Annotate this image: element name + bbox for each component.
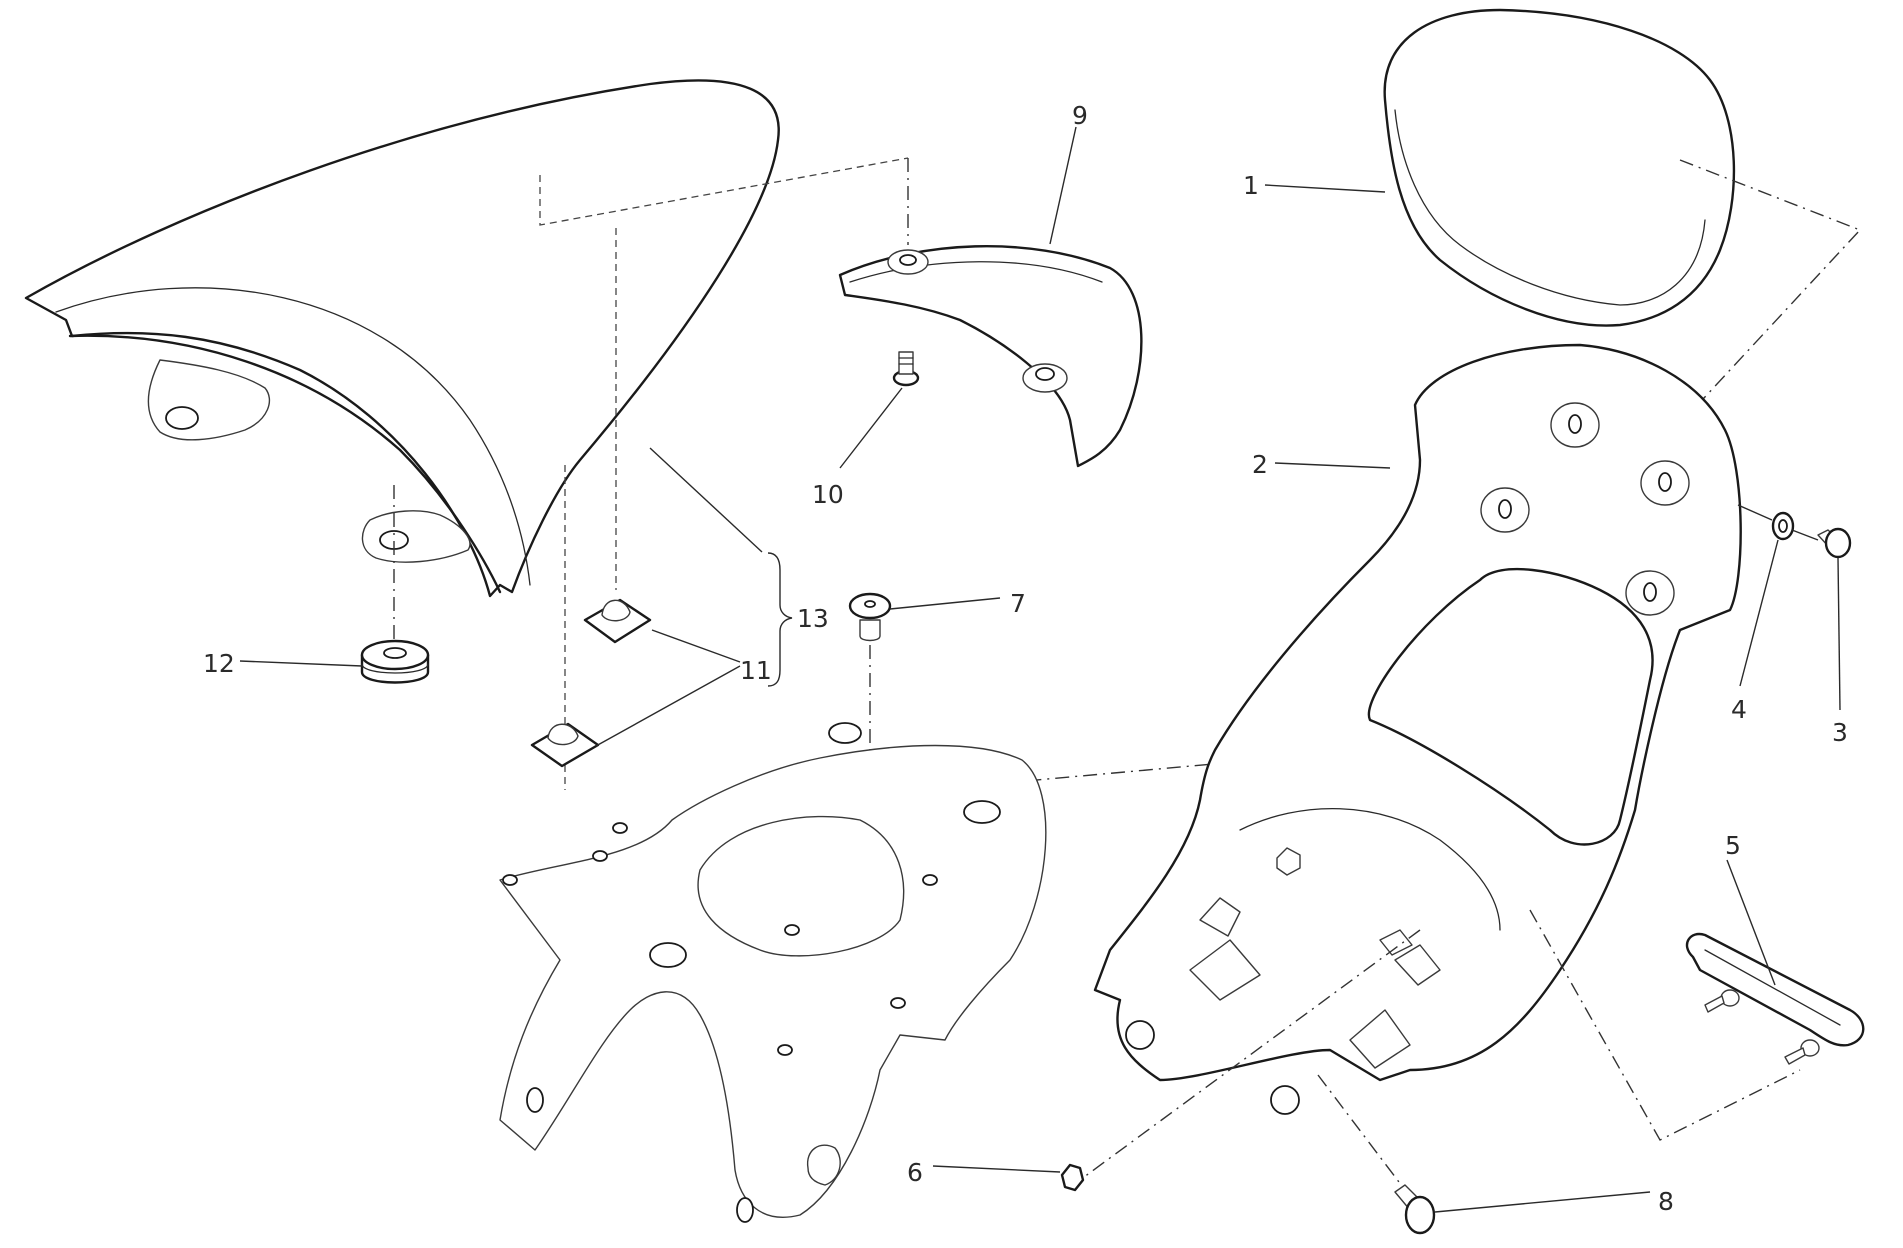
callout-4: 4 bbox=[1731, 695, 1747, 724]
callout-12: 12 bbox=[203, 649, 235, 678]
nut-part-6 bbox=[1060, 1163, 1085, 1192]
callout-10: 10 bbox=[812, 480, 844, 509]
leader-12 bbox=[239, 660, 363, 667]
seat-front-tab-hole bbox=[165, 406, 199, 430]
pad-axis-line bbox=[1639, 159, 1862, 471]
seat-bracket-part-9 bbox=[838, 245, 1143, 468]
screw-8-axis-line bbox=[1317, 1074, 1406, 1191]
washer-axis-line bbox=[1737, 504, 1773, 521]
callout-9: 9 bbox=[1072, 101, 1088, 130]
callout-5: 5 bbox=[1725, 831, 1741, 860]
screw-3-axis-line bbox=[1791, 529, 1819, 541]
leader-13 bbox=[649, 447, 763, 553]
callout-6: 6 bbox=[907, 1158, 923, 1187]
leader-9 bbox=[1049, 126, 1077, 245]
rear-seat-pad-part-1 bbox=[1383, 8, 1736, 327]
seat-edge-line bbox=[55, 287, 531, 586]
screw-part-7 bbox=[848, 592, 892, 642]
callout-3: 3 bbox=[1832, 718, 1848, 747]
leader-7 bbox=[889, 597, 1001, 610]
leader-6 bbox=[932, 1165, 1061, 1173]
seat-projection-line bbox=[539, 157, 909, 226]
callout-1: 1 bbox=[1243, 171, 1259, 200]
clip-nut-part-11-upper bbox=[583, 598, 652, 644]
callout-8: 8 bbox=[1658, 1187, 1674, 1216]
callout-7: 7 bbox=[1010, 589, 1026, 618]
washer-part-4 bbox=[1771, 511, 1795, 541]
clip-nut-part-11-lower bbox=[530, 722, 600, 768]
leader-2 bbox=[1274, 462, 1391, 469]
main-seat bbox=[24, 79, 780, 598]
seat-bottom-rim bbox=[68, 334, 502, 594]
strap-plate-part-5 bbox=[1685, 932, 1865, 1065]
seat-front-tab bbox=[147, 359, 271, 441]
screw-part-8 bbox=[1394, 1184, 1436, 1235]
strap-axis-line bbox=[1529, 909, 1801, 1141]
main-seat-shell bbox=[24, 79, 780, 598]
callout-11: 11 bbox=[740, 656, 772, 685]
leader-4 bbox=[1739, 539, 1779, 687]
rear-seat-cover-base-part-2 bbox=[1093, 343, 1742, 1115]
callout-2: 2 bbox=[1252, 450, 1268, 479]
leader-5 bbox=[1726, 859, 1776, 986]
screw-part-3 bbox=[1817, 527, 1852, 559]
leader-11 bbox=[595, 629, 741, 747]
leader-10 bbox=[839, 387, 903, 469]
rear-subframe bbox=[499, 722, 1047, 1223]
leader-3 bbox=[1837, 557, 1841, 711]
grommet-part-12 bbox=[360, 639, 430, 684]
bracket-13 bbox=[767, 552, 793, 687]
leader-1 bbox=[1264, 184, 1386, 193]
screw-part-10 bbox=[892, 351, 920, 387]
seat-rear-tab bbox=[361, 510, 471, 563]
leader-8 bbox=[1434, 1191, 1651, 1213]
callout-13: 13 bbox=[797, 604, 829, 633]
